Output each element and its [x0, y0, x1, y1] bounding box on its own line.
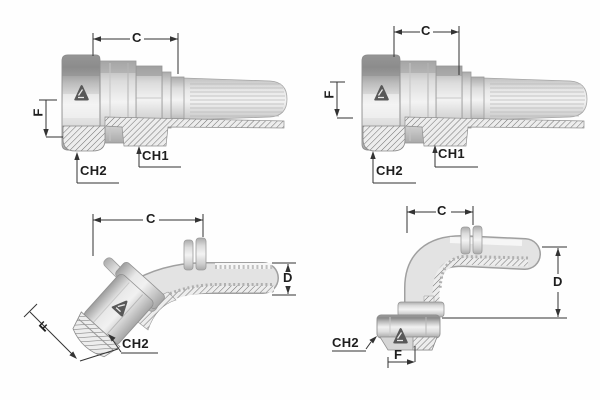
leader-ch1: [138, 152, 181, 168]
collar-ridge: [195, 237, 207, 271]
dimension-f: [23, 303, 119, 362]
leader-ch1-arrow: [136, 146, 142, 154]
dim-label-c-bottom-right: C: [437, 203, 447, 218]
nut-crown-hatch: [412, 336, 438, 351]
dim-label-ch2-top-left: CH2: [80, 163, 107, 178]
collar-ridge: [183, 239, 194, 271]
dimension-f-arrow: [43, 129, 49, 137]
dimension-f: [39, 99, 63, 138]
leader-ch1-arrow: [432, 145, 438, 153]
dimension-c-arrows: [93, 217, 203, 223]
dimension-f-arrow: [334, 109, 340, 117]
dim-label-ch2-top-right: CH2: [376, 163, 403, 178]
leader-ch2: [332, 341, 372, 352]
dimension-d-arrows: [285, 264, 291, 294]
collar-ridge: [472, 225, 483, 255]
dimension-f: [330, 81, 353, 119]
dimension-f: [387, 346, 416, 368]
leader-ch2-arrow: [108, 334, 116, 342]
leader-ch2-arrow: [370, 151, 376, 159]
dim-label-c-bottom-left: C: [146, 211, 156, 226]
dimension-f-arrow: [69, 351, 77, 359]
dimension-d-arrows: [555, 248, 561, 317]
dimension-c: [92, 214, 204, 256]
view-top-left: [39, 33, 287, 184]
dim-label-f-bottom-right: F: [394, 347, 403, 362]
elbow-tube: [405, 236, 540, 318]
dim-label-c-top-left: C: [132, 30, 142, 45]
dim-label-d-bottom-right: D: [553, 274, 563, 289]
dim-label-ch2-bottom-left: CH2: [122, 336, 149, 351]
elbow-nut-45: [72, 261, 165, 358]
dim-label-f-top-left: F: [30, 108, 46, 117]
dimension-c-arrows: [407, 209, 473, 215]
dimension-f-arrow: [407, 359, 415, 365]
dim-label-ch2-bottom-right: CH2: [332, 335, 359, 350]
leader-ch2: [111, 338, 158, 354]
elbow-nut-90: [376, 314, 441, 339]
leader-ch2: [372, 157, 416, 184]
dimension-c-arrows: [394, 29, 459, 35]
leader-ch2-arrow: [74, 152, 80, 160]
view-bottom-left: [23, 214, 296, 362]
inner-serration: [141, 283, 272, 312]
dim-label-d-bottom-left: D: [283, 270, 293, 285]
leader-ch2: [76, 158, 119, 184]
view-bottom-right: [332, 206, 567, 368]
leader-ch1: [434, 151, 478, 168]
view-top-right: [330, 26, 587, 184]
leader-ch2-arrow: [369, 336, 377, 344]
dim-label-f-top-right: F: [321, 90, 337, 99]
dimension-c-arrows: [93, 36, 178, 42]
dim-label-ch1-top-right: CH1: [438, 146, 465, 161]
dim-label-ch1-top-left: CH1: [142, 148, 169, 163]
dim-label-c-top-right: C: [421, 23, 431, 38]
collar-ridge: [460, 226, 471, 255]
